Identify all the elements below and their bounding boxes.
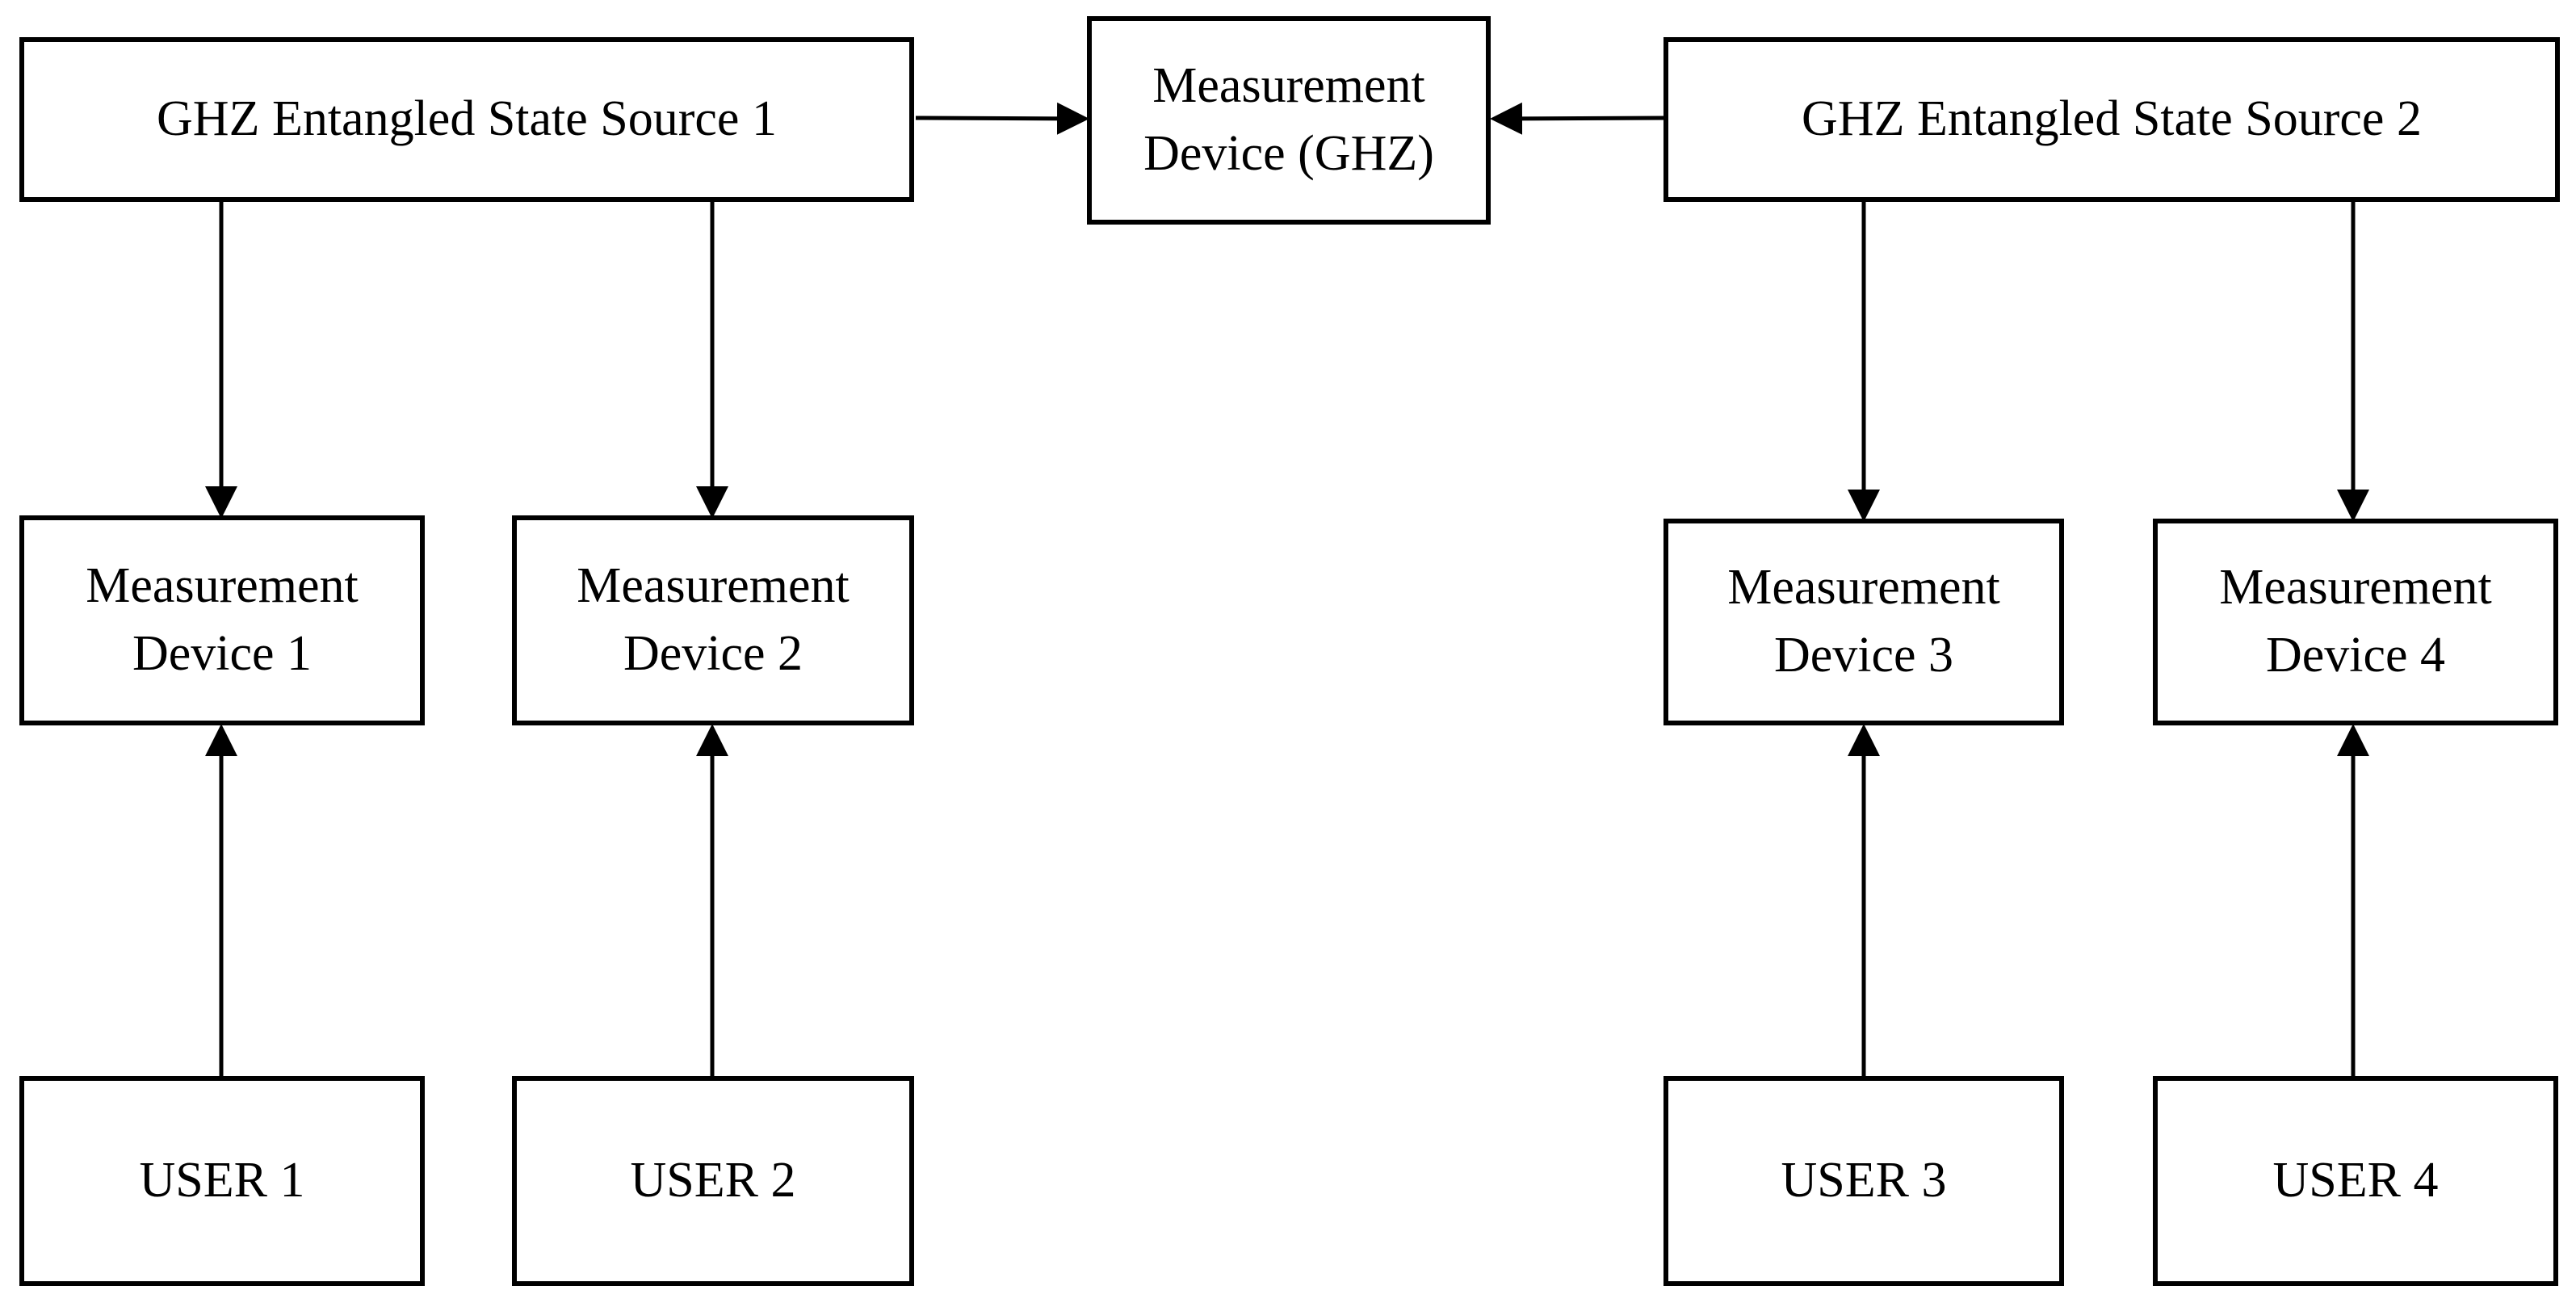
user-3-label: USER 3 xyxy=(1781,1153,1947,1208)
measurement-device-2-box: Measurement Device 2 xyxy=(512,515,914,725)
user-4-label: USER 4 xyxy=(2272,1153,2439,1208)
ghz-source-2-label: GHZ Entangled State Source 2 xyxy=(1802,91,2422,147)
user-1-box: USER 1 xyxy=(19,1076,425,1286)
edge-source1-to-ghz-device xyxy=(915,102,1089,135)
ghz-source-1-box: GHZ Entangled State Source 1 xyxy=(19,37,914,202)
user-2-box: USER 2 xyxy=(512,1076,914,1286)
measurement-device-1-label: Measurement Device 1 xyxy=(86,558,359,681)
measurement-device-4-box: Measurement Device 4 xyxy=(2153,519,2558,725)
measurement-device-1-box: Measurement Device 1 xyxy=(19,515,425,725)
ghz-source-2-box: GHZ Entangled State Source 2 xyxy=(1663,37,2560,202)
measurement-device-3-box: Measurement Device 3 xyxy=(1663,519,2064,725)
user-4-box: USER 4 xyxy=(2153,1076,2558,1286)
user-2-label: USER 2 xyxy=(630,1153,796,1208)
measurement-device-2-label: Measurement Device 2 xyxy=(577,558,850,681)
measurement-device-3-label: Measurement Device 3 xyxy=(1727,560,2000,683)
measurement-device-4-label: Measurement Device 4 xyxy=(2219,560,2492,683)
user-1-label: USER 1 xyxy=(139,1153,305,1208)
ghz-measurement-device-box: Measurement Device (GHZ) xyxy=(1087,16,1491,225)
edge-source2-to-ghz-device xyxy=(1490,102,1666,135)
user-3-box: USER 3 xyxy=(1663,1076,2064,1286)
ghz-source-1-label: GHZ Entangled State Source 1 xyxy=(157,91,777,147)
ghz-measurement-device-label: Measurement Device (GHZ) xyxy=(1143,58,1434,181)
